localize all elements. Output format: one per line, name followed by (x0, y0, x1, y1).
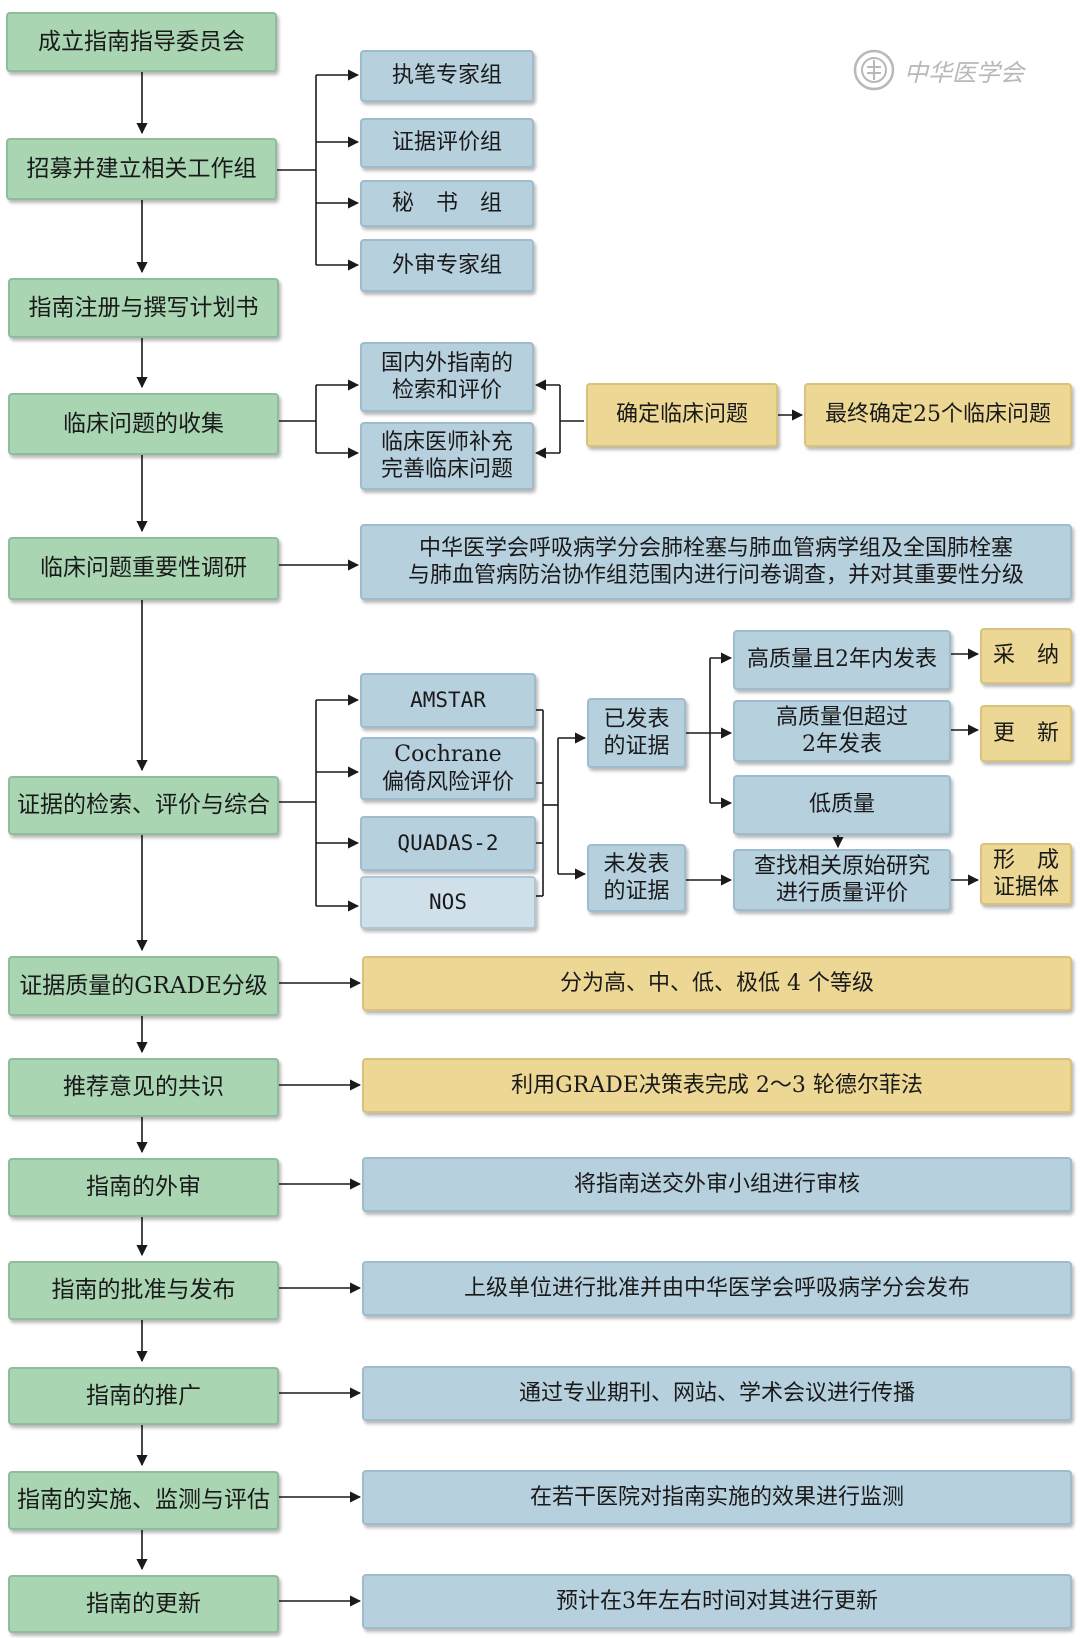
step-approval-publication: 指南的批准与发布 (8, 1261, 279, 1320)
step-implementation-monitoring: 指南的实施、监测与评估 (8, 1471, 279, 1530)
monitoring-detail: 在若干医院对指南实施的效果进行监测 (362, 1470, 1072, 1525)
action-evidence-body: 形 成 证据体 (980, 843, 1072, 905)
tool-nos: NOS (360, 876, 536, 929)
approval-detail: 上级单位进行批准并由中华医学会呼吸病学分会发布 (362, 1261, 1072, 1316)
step-external-review: 指南的外审 (8, 1158, 279, 1217)
quality-low: 低质量 (733, 775, 951, 835)
quality-high-recent: 高质量且2年内发表 (733, 630, 951, 690)
step-establish-committee: 成立指南指导委员会 (6, 12, 277, 72)
step-evidence-synthesis: 证据的检索、评价与综合 (8, 776, 279, 835)
group-external-review: 外审专家组 (360, 239, 534, 292)
update-detail: 预计在3年左右时间对其进行更新 (362, 1574, 1072, 1629)
search-original-studies: 查找相关原始研究 进行质量评价 (733, 849, 951, 911)
unpublished-evidence: 未发表 的证据 (587, 844, 686, 912)
source-clinician-supplement: 临床医师补充 完善临床问题 (360, 422, 534, 490)
step-update: 指南的更新 (8, 1575, 279, 1633)
step-recruit-groups: 招募并建立相关工作组 (6, 138, 277, 200)
step-recommendation-consensus: 推荐意见的共识 (8, 1058, 279, 1117)
group-evidence-evaluation: 证据评价组 (360, 118, 534, 168)
final-questions: 最终确定25个临床问题 (804, 383, 1072, 447)
determine-questions: 确定临床问题 (586, 383, 778, 447)
published-evidence: 已发表 的证据 (587, 698, 686, 768)
source-guideline-search: 国内外指南的 检索和评价 (360, 342, 534, 412)
cma-seal-icon (853, 49, 895, 91)
survey-description: 中华医学会呼吸病学分会肺栓塞与肺血管病学组及全国肺栓塞 与肺血管病防治协作组范围… (360, 524, 1072, 600)
group-writing-experts: 执笔专家组 (360, 50, 534, 102)
tool-cochrane: Cochrane 偏倚风险评价 (360, 737, 536, 800)
step-question-collection: 临床问题的收集 (8, 393, 279, 455)
tool-quadas2: QUADAS-2 (360, 816, 536, 871)
grade-levels: 分为高、中、低、极低 4 个等级 (362, 956, 1072, 1011)
promotion-detail: 通过专业期刊、网站、学术会议进行传播 (362, 1366, 1072, 1421)
cma-watermark: 中华医学会 (852, 48, 1024, 92)
action-adopt: 采 纳 (980, 628, 1072, 684)
tool-amstar: AMSTAR (360, 673, 536, 728)
delphi-rounds: 利用GRADE决策表完成 2～3 轮德尔菲法 (362, 1058, 1072, 1113)
external-review-detail: 将指南送交外审小组进行审核 (362, 1157, 1072, 1212)
step-registration-plan: 指南注册与撰写计划书 (8, 278, 279, 338)
action-update: 更 新 (980, 705, 1072, 762)
watermark-text: 中华医学会 (904, 58, 1024, 87)
quality-high-old: 高质量但超过 2年发表 (733, 700, 951, 762)
group-secretariat: 秘 书 组 (360, 180, 534, 227)
step-promotion: 指南的推广 (8, 1367, 279, 1425)
step-importance-survey: 临床问题重要性调研 (8, 537, 279, 600)
step-grade-rating: 证据质量的GRADE分级 (8, 956, 279, 1016)
